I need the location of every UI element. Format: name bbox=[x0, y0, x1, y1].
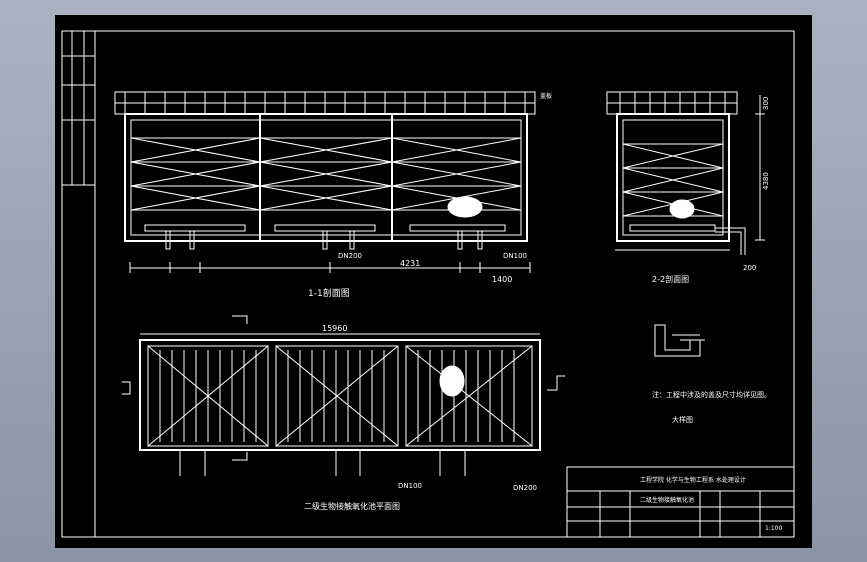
section-1-1: 4231 1400 DN200 DN100 盖板 1-1剖面图 bbox=[114, 91, 552, 299]
inner-frame bbox=[94, 30, 795, 538]
dim-300: 300 bbox=[762, 97, 770, 110]
section-1-title: 1-1剖面图 bbox=[308, 287, 350, 299]
pipe-label-dn100: DN100 bbox=[503, 252, 527, 260]
title-school: 工程学院 化学与生物工程系 水处理设计 bbox=[640, 476, 746, 484]
plan-view: 15960 bbox=[122, 315, 565, 511]
detail-view bbox=[654, 324, 705, 357]
dim-4231: 4231 bbox=[400, 259, 420, 268]
detail-label: 大样图 bbox=[672, 415, 693, 424]
total-width-dim: 15960 bbox=[322, 324, 347, 333]
note-text: 注：工程中涉及的盖及尺寸均详见图。 bbox=[652, 390, 771, 399]
title-block bbox=[566, 466, 795, 538]
dim-4380: 4380 bbox=[762, 172, 770, 190]
title-drawing-name: 二级生物接触氧化池 bbox=[640, 496, 694, 504]
pipe-label-dn200: DN200 bbox=[338, 252, 362, 260]
left-margin-strip bbox=[62, 31, 95, 186]
plan-title: 二级生物接触氧化池平面图 bbox=[304, 501, 400, 511]
drawing-sheet bbox=[55, 15, 812, 548]
top-note: 盖板 bbox=[540, 92, 552, 100]
section-2-title: 2-2剖面图 bbox=[652, 274, 689, 284]
plan-pipe-dn200: DN200 bbox=[513, 484, 537, 492]
dim-200: 200 bbox=[743, 264, 756, 272]
section-2-2: 300 4380 200 2-2剖面图 bbox=[606, 91, 770, 284]
dim-1400: 1400 bbox=[492, 275, 512, 284]
plan-pipe-dn100: DN100 bbox=[398, 482, 422, 490]
title-scale: 1:100 bbox=[765, 525, 782, 532]
